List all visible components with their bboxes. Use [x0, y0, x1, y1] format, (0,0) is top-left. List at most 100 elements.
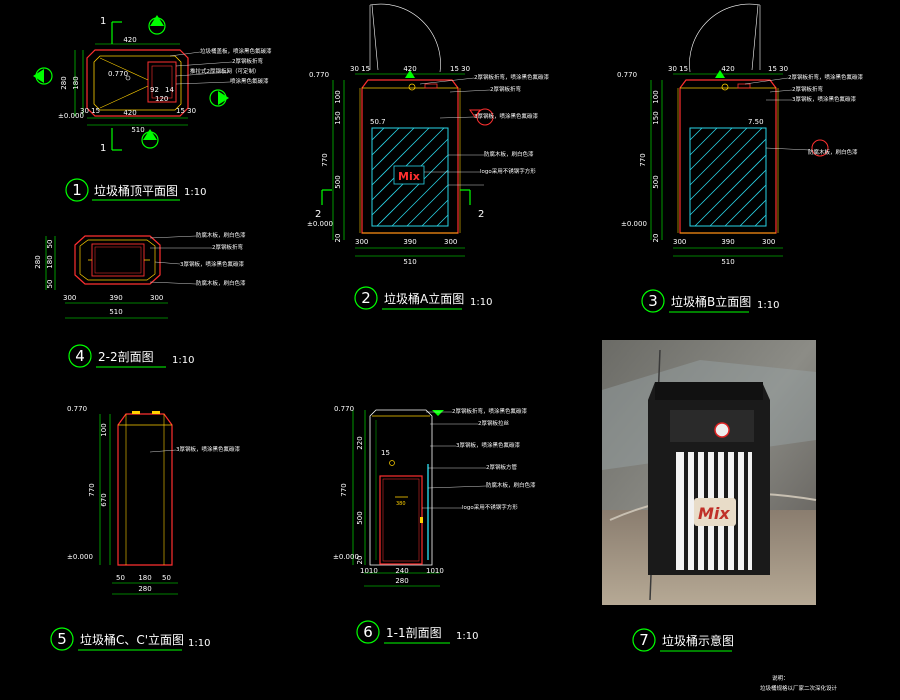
view-4-number: 4: [75, 347, 85, 365]
view-4-section-2-2: 280 50 180 50 300 390 300 510 防腐木板，刷白色漆 …: [34, 231, 246, 368]
dim-770-5: 770: [88, 483, 96, 496]
dim-20-6: 20: [356, 556, 364, 565]
logo-mix-photo: Mix: [698, 504, 730, 523]
dim-1010-6-right: 1010: [426, 567, 444, 575]
note-n2: 2厚钢板折弯: [232, 57, 263, 65]
dim-420-b: 420: [721, 65, 734, 73]
elev-zero-1: ±0.000: [58, 112, 84, 120]
view-3-scale: 1:10: [757, 300, 779, 311]
footer-line1: 说明：: [772, 674, 789, 682]
dim-100-a: 100: [334, 90, 342, 103]
note-n10-a: 3厚钢板，喷涂黑色氟碳漆: [474, 112, 539, 120]
view-7-photo: Mix 7 垃圾桶示意图: [602, 340, 817, 652]
view-marker-left: [33, 67, 53, 85]
dim-510-4: 510: [109, 308, 122, 316]
elev-top-b: 0.770: [617, 71, 637, 79]
dim-3015-a: 30 15: [350, 65, 370, 73]
note-n11: 2厚钢板方管: [486, 463, 517, 471]
dim-510-a: 510: [403, 258, 416, 266]
dim-3015-b: 30 15: [668, 65, 688, 73]
view-marker-bottom: [141, 129, 159, 149]
view-marker-top: [148, 15, 166, 35]
dim-180-4: 180: [46, 255, 54, 268]
elev-zero-6: ±0.000: [333, 553, 359, 561]
footer-line2: 垃圾桶规格以厂家二次深化设计: [760, 684, 838, 692]
view-3-number: 3: [648, 292, 658, 310]
logo-mix-2: Mix: [398, 170, 420, 183]
view-2-elevation-a: Mix 420 30 15 15 30 0.770 ±0.000 770 100…: [307, 3, 550, 310]
view-2-number: 2: [361, 289, 371, 307]
view-2-scale: 1:10: [470, 297, 492, 308]
note-n6-6: 防腐木板，刷白色漆: [486, 481, 536, 489]
note-n6-4: 防腐木板，刷白色漆: [196, 231, 246, 239]
view-3-title: 垃圾桶B立面图: [671, 294, 751, 309]
dim-220-6: 220: [356, 436, 364, 449]
dim-15-30: 15 30: [176, 107, 196, 115]
dim-150-a: 150: [334, 111, 342, 124]
dim-50-4-bottom: 50: [46, 280, 54, 289]
note-n13-5: 3厚钢板，喷涂黑色氟碳漆: [176, 445, 241, 453]
view-1-scale: 1:10: [184, 187, 206, 198]
view-5-title: 垃圾桶C、C'立面图: [80, 632, 184, 647]
elev-zero-5: ±0.000: [67, 553, 93, 561]
elev-zero-a: ±0.000: [307, 220, 333, 228]
dim-50-5-left: 50: [116, 574, 125, 582]
view-marker-right: [209, 89, 229, 107]
note-n6: 防腐木板，刷白色漆: [484, 150, 534, 158]
note-n7: logo采用不锈钢字方形: [480, 167, 536, 175]
note-n12: logo采用不锈钢字方形: [462, 503, 518, 511]
view-5-elevation-c: 0.770 ±0.000 770 100 670 50 180 50 280 3…: [50, 405, 241, 651]
view-6-title: 1-1剖面图: [386, 626, 442, 640]
dim-507-a: 50.7: [370, 118, 386, 126]
dim-300-b-left: 300: [673, 238, 686, 246]
view-3-elevation-b: 420 30 15 15 30 0.770 ±0.000 770 100 150…: [617, 3, 864, 313]
view-5-scale: 1:10: [188, 638, 210, 649]
dim-280-5: 280: [138, 585, 151, 593]
note-n2-b: 2厚钢板折弯: [792, 85, 823, 93]
section-2-left: 2: [315, 209, 321, 220]
note-n14: 2厚钢板拉丝: [478, 419, 509, 427]
note-n10-4: 3厚钢板，喷涂黑色氟碳漆: [180, 260, 245, 268]
dim-14: 14: [165, 86, 174, 94]
note-n3: 推拉式2厚钢板网（可定制）: [190, 67, 260, 75]
note-n5: 2厚钢板折弯，喷涂黑色氟碳漆: [474, 73, 550, 81]
dim-50-4-top: 50: [46, 240, 54, 249]
dim-300-b-right: 300: [762, 238, 775, 246]
dim-390-a: 390: [403, 238, 416, 246]
dim-1010-6-left: 1010: [360, 567, 378, 575]
dim-240-6: 240: [395, 567, 408, 575]
view-4-scale: 1:10: [172, 355, 194, 366]
section-2-right: 2: [478, 209, 484, 220]
note-n8: 防腐木板，刷白色漆: [808, 148, 858, 156]
note-n5-6: 2厚钢板折弯，喷涂黑色氟碳漆: [452, 407, 528, 415]
dim-15-6: 15: [381, 449, 390, 457]
dim-30-15: 30 15: [80, 107, 100, 115]
dim-120: 120: [155, 95, 168, 103]
note-n2-a: 2厚钢板折弯: [490, 85, 521, 93]
dim-180-5: 180: [138, 574, 151, 582]
dim-20-b: 20: [652, 234, 660, 243]
dim-500-a: 500: [334, 175, 342, 188]
dim-770-6: 770: [340, 483, 348, 496]
view-1-title: 垃圾桶顶平面图: [94, 183, 178, 198]
dim-510-b: 510: [721, 258, 734, 266]
dim-750-b: 7.50: [748, 118, 764, 126]
section-1-top: 1: [100, 16, 106, 27]
dim-500-b: 500: [652, 175, 660, 188]
dim-50-5-right: 50: [162, 574, 171, 582]
view-5-number: 5: [57, 630, 67, 648]
dim-300-a-right: 300: [444, 238, 457, 246]
dim-420-a: 420: [403, 65, 416, 73]
dim-390-4: 390: [109, 294, 122, 302]
dim-380-6: 380: [396, 501, 406, 507]
dim-390-b: 390: [721, 238, 734, 246]
view-4-title: 2-2剖面图: [98, 350, 154, 364]
elev-top-a: 0.770: [309, 71, 329, 79]
note-n4: 喷涂黑色氟碳漆: [230, 77, 269, 85]
dim-1530-b: 15 30: [768, 65, 788, 73]
section-1-bottom: 1: [100, 143, 106, 154]
dim-300-4-left: 300: [63, 294, 76, 302]
dim-0770: 0.770: [108, 70, 128, 78]
note-n10-6: 3厚钢板，喷涂黑色氟碳漆: [456, 441, 521, 449]
